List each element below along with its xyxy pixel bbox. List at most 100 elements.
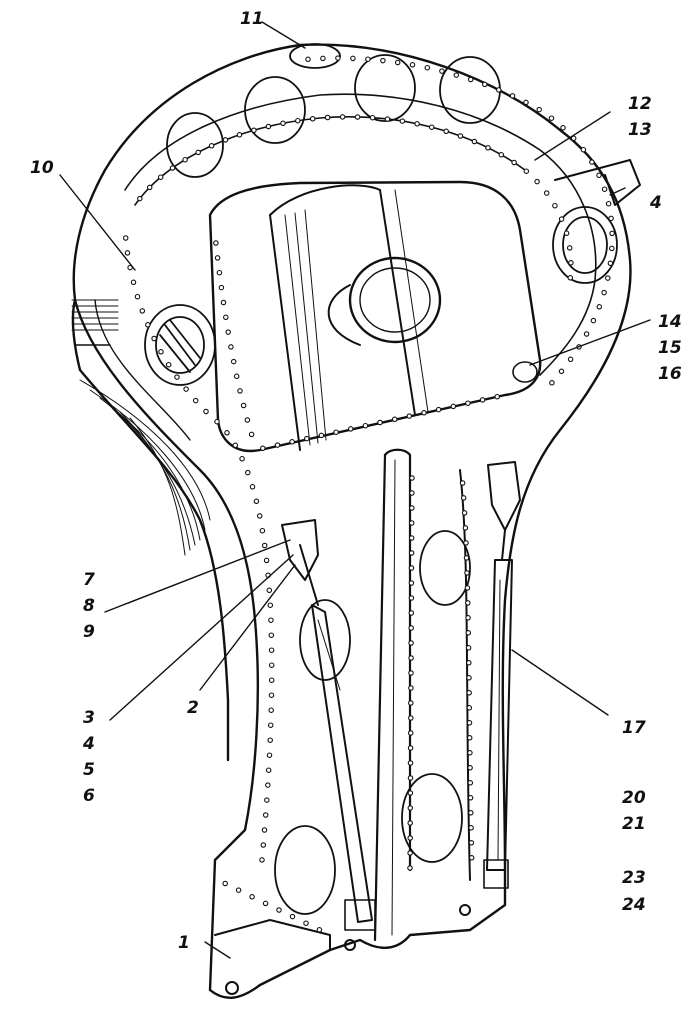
- rivet: [408, 640, 414, 646]
- rivet: [333, 429, 339, 435]
- callout-3: 3: [83, 708, 95, 728]
- rivet: [408, 550, 415, 556]
- rivet: [567, 275, 574, 281]
- rivet: [498, 152, 505, 158]
- rivet: [466, 720, 473, 726]
- rivet: [471, 138, 478, 145]
- rivet: [304, 435, 310, 442]
- rivet: [134, 293, 141, 300]
- rivet: [468, 825, 474, 831]
- rivet: [261, 542, 268, 549]
- rivet: [213, 240, 219, 246]
- rivet: [347, 426, 354, 432]
- rivet: [183, 386, 189, 392]
- rivet: [482, 81, 488, 88]
- rivet: [465, 630, 472, 636]
- rivet: [216, 269, 223, 276]
- callout-4a: 4: [82, 734, 95, 754]
- callout-16: 16: [658, 364, 682, 384]
- rivet: [536, 106, 542, 113]
- rivet: [267, 737, 273, 743]
- callout-14: 14: [658, 312, 682, 332]
- rivet: [228, 344, 234, 350]
- rivet: [408, 520, 415, 526]
- rivet: [607, 260, 614, 267]
- rivet: [318, 432, 325, 439]
- rivet: [264, 797, 270, 803]
- rivet: [560, 125, 566, 131]
- rivet: [274, 442, 281, 448]
- rivet: [259, 857, 265, 863]
- rivet: [267, 602, 274, 608]
- rivet: [316, 927, 323, 933]
- rivet: [208, 143, 215, 149]
- rivet: [568, 260, 574, 266]
- callout-6: 6: [83, 786, 95, 806]
- rivet: [268, 617, 274, 623]
- callout-9: 9: [83, 622, 95, 642]
- rivet: [463, 555, 470, 561]
- callout-8: 8: [83, 596, 95, 616]
- callout-1: 1: [178, 933, 190, 953]
- rivet: [570, 135, 577, 142]
- right-inner-edge: [459, 469, 471, 881]
- upper-flange-ring: [124, 93, 597, 376]
- callout-17: 17: [622, 718, 646, 738]
- rivet: [464, 570, 470, 576]
- rivet: [224, 430, 230, 436]
- callout-13: 13: [628, 120, 652, 140]
- rivet: [230, 358, 237, 365]
- rivet: [222, 880, 228, 887]
- rivet: [407, 850, 413, 856]
- rivet: [523, 168, 530, 174]
- callout-labels: 1 2 3 4 5 6 4 7 8 9 10 11 12 13 14 15 16…: [30, 9, 682, 953]
- rivet: [235, 887, 242, 893]
- foot-plate: [214, 904, 471, 995]
- rivet: [391, 416, 398, 423]
- callout-21: 21: [622, 814, 646, 834]
- rivet: [467, 750, 473, 756]
- callout-5: 5: [83, 760, 95, 780]
- rivet: [590, 317, 597, 324]
- rivet: [558, 216, 565, 222]
- rivet: [459, 480, 466, 486]
- rivet: [377, 419, 383, 426]
- rivet: [467, 780, 474, 786]
- rivet: [259, 527, 266, 534]
- rivet: [552, 202, 558, 209]
- rivet: [146, 184, 153, 191]
- rivet: [601, 289, 607, 296]
- center-boss: [327, 256, 442, 346]
- rivet: [465, 400, 471, 406]
- rivet: [384, 116, 391, 122]
- rivet: [248, 431, 255, 438]
- rivet: [244, 417, 251, 423]
- rivet: [605, 200, 612, 207]
- rivet: [408, 610, 415, 616]
- rivet: [435, 406, 442, 413]
- rivet: [268, 677, 275, 683]
- rivet: [267, 722, 274, 728]
- rivet: [295, 117, 301, 124]
- center-leg: [373, 448, 412, 942]
- rivet: [232, 442, 239, 449]
- rivet: [124, 250, 131, 256]
- rivet: [394, 59, 401, 66]
- rivet: [262, 812, 269, 818]
- rivet: [407, 820, 413, 826]
- rivet: [214, 255, 221, 261]
- callout-2: 2: [187, 698, 199, 718]
- callout-23: 23: [622, 868, 646, 888]
- rivet: [548, 115, 555, 121]
- rivet: [566, 245, 573, 251]
- rivet: [324, 114, 331, 121]
- rivet: [214, 418, 220, 425]
- rivet: [407, 760, 414, 766]
- rivet: [236, 132, 243, 138]
- rivet: [169, 165, 176, 171]
- rivet: [233, 373, 240, 380]
- rivet: [567, 356, 574, 363]
- rivet: [421, 410, 427, 416]
- rivet: [465, 615, 471, 621]
- right-port: [552, 206, 618, 284]
